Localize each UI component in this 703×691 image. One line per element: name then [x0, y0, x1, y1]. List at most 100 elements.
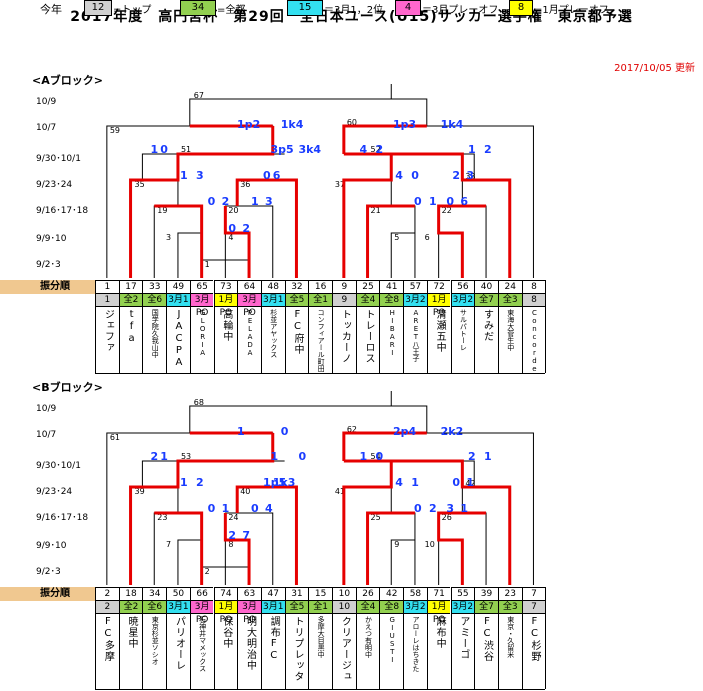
table-border: [95, 689, 546, 690]
team-name-cell: 麻布中: [426, 613, 451, 689]
seed-number: 25: [355, 280, 380, 293]
seed-number: 15: [308, 587, 332, 600]
score-label: 1: [237, 425, 245, 438]
team-name-cell: トレーロス: [355, 306, 380, 373]
team-name: ARET八王子: [411, 309, 420, 362]
team-name: トリプレッタ: [291, 616, 303, 682]
match-number: 10: [425, 540, 435, 549]
match-number: 36: [240, 180, 250, 189]
seed-number: 41: [379, 280, 404, 293]
score-label: 1: [429, 195, 437, 208]
seed-number: 9: [332, 280, 356, 293]
team-name: 高輪中: [220, 309, 232, 342]
qualifier-tag: 7: [521, 600, 546, 613]
score-label: 2p4: [393, 425, 417, 438]
seed-number: 7: [521, 587, 546, 600]
seed-number: 26: [355, 587, 380, 600]
round-date-label: 10/9: [36, 404, 57, 414]
team-name: 暁星中: [126, 616, 138, 649]
seed-number: 8: [521, 280, 546, 293]
round-date-label: 9/16･17･18: [36, 513, 89, 523]
bracket-line: [189, 405, 428, 433]
match-number: 68: [194, 398, 204, 407]
team-name: ジェファ: [102, 309, 114, 353]
qualifier-tag: 2: [95, 600, 119, 613]
match-number: 37: [335, 180, 345, 189]
winner-path: [437, 204, 487, 278]
team-name-cell: すみだ: [474, 306, 498, 373]
team-name-cell: トリプレッタ: [284, 613, 309, 689]
match-number: 54: [371, 452, 381, 461]
team-name-cell: コンフィアール町田: [308, 306, 332, 373]
team-name-cell: パリオーレ: [166, 613, 190, 689]
team-name-cell: 明大明治中: [237, 613, 261, 689]
score-label: 2: [151, 450, 159, 463]
team-name-cell: 多摩大目黒中: [308, 613, 332, 689]
score-label: 2: [222, 195, 230, 208]
seed-number: 23: [497, 587, 522, 600]
seed-number: 18: [118, 587, 143, 600]
team-name-cell: FC杉野: [521, 613, 546, 689]
score-label: 0: [376, 450, 384, 463]
seed-number: 16: [308, 280, 332, 293]
team-name-cell: アミーゴ: [450, 613, 475, 689]
team-name-cell: Concorde: [521, 306, 546, 373]
score-label: 2: [468, 450, 476, 463]
team-name-cell: PELADA: [237, 306, 261, 373]
qualifier-tag: 全6: [142, 600, 167, 613]
seed-number: 32: [284, 280, 309, 293]
table-border: [545, 280, 547, 373]
team-name-cell: 石神井マメックス: [189, 613, 214, 689]
round-date-label: 10/7: [36, 430, 57, 440]
score-label: 2: [452, 169, 460, 182]
qualifier-tag: 3月PO: [189, 600, 214, 625]
team-name-cell: ジェファ: [95, 306, 119, 373]
match-number: 22: [442, 206, 452, 215]
legend-swatch-march: 15: [287, 0, 323, 16]
qualifier-tag: 1月PO: [426, 293, 451, 318]
round-date-label: 10/7: [36, 123, 57, 133]
seed-number: 40: [474, 280, 498, 293]
score-label: 4: [395, 169, 403, 182]
seed-number: 66: [189, 587, 214, 600]
team-name-cell: 高輪中: [213, 306, 238, 373]
team-name-cell: JACPA: [166, 306, 190, 373]
qualifier-tag: 全8: [379, 293, 404, 306]
score-label: 4: [360, 143, 368, 156]
seed-number: 56: [450, 280, 475, 293]
winner-path: [223, 206, 251, 278]
qualifier-tag: 3月PO: [237, 600, 261, 625]
qualifier-tag: 全7: [474, 293, 498, 306]
match-number: 35: [135, 180, 145, 189]
seed-header: 振分順: [0, 587, 95, 601]
qualifier-tag: 全6: [142, 293, 167, 306]
winner-path: [366, 204, 415, 278]
team-name-cell: HIBARI: [379, 306, 404, 373]
score-label: 1k3: [273, 476, 296, 489]
score-label: 0: [414, 195, 422, 208]
score-label: 1: [251, 195, 259, 208]
score-label: 2: [242, 222, 250, 235]
score-label: 1: [180, 476, 188, 489]
team-name: トレーロス: [363, 309, 375, 364]
team-name: 調布FC: [268, 616, 280, 662]
team-name: アミーゴ: [457, 616, 469, 660]
team-name-cell: FC府中: [284, 306, 309, 373]
score-label: 2k2: [441, 425, 464, 438]
qualifier-tag: 3月2: [450, 293, 475, 306]
team-name-cell: 保谷中: [213, 613, 238, 689]
legend: 今年 12 =トップ 34 =全都 15 ＝3月1，2位 4 ＝3月プレーオフ …: [0, 0, 703, 20]
team-name: サルパトーレ: [459, 309, 468, 351]
score-label: 4: [395, 476, 403, 489]
qualifier-tag: 1月PO: [213, 293, 238, 318]
match-number: 6: [425, 233, 430, 242]
match-number: 59: [110, 126, 120, 135]
score-label: 0: [281, 425, 289, 438]
winner-path: [366, 511, 415, 585]
bracket-line: [438, 232, 463, 278]
score-label: 1p3: [393, 118, 416, 131]
winner-path: [343, 459, 512, 585]
score-label: 1: [468, 143, 476, 156]
score-label: 1k4: [441, 118, 464, 131]
